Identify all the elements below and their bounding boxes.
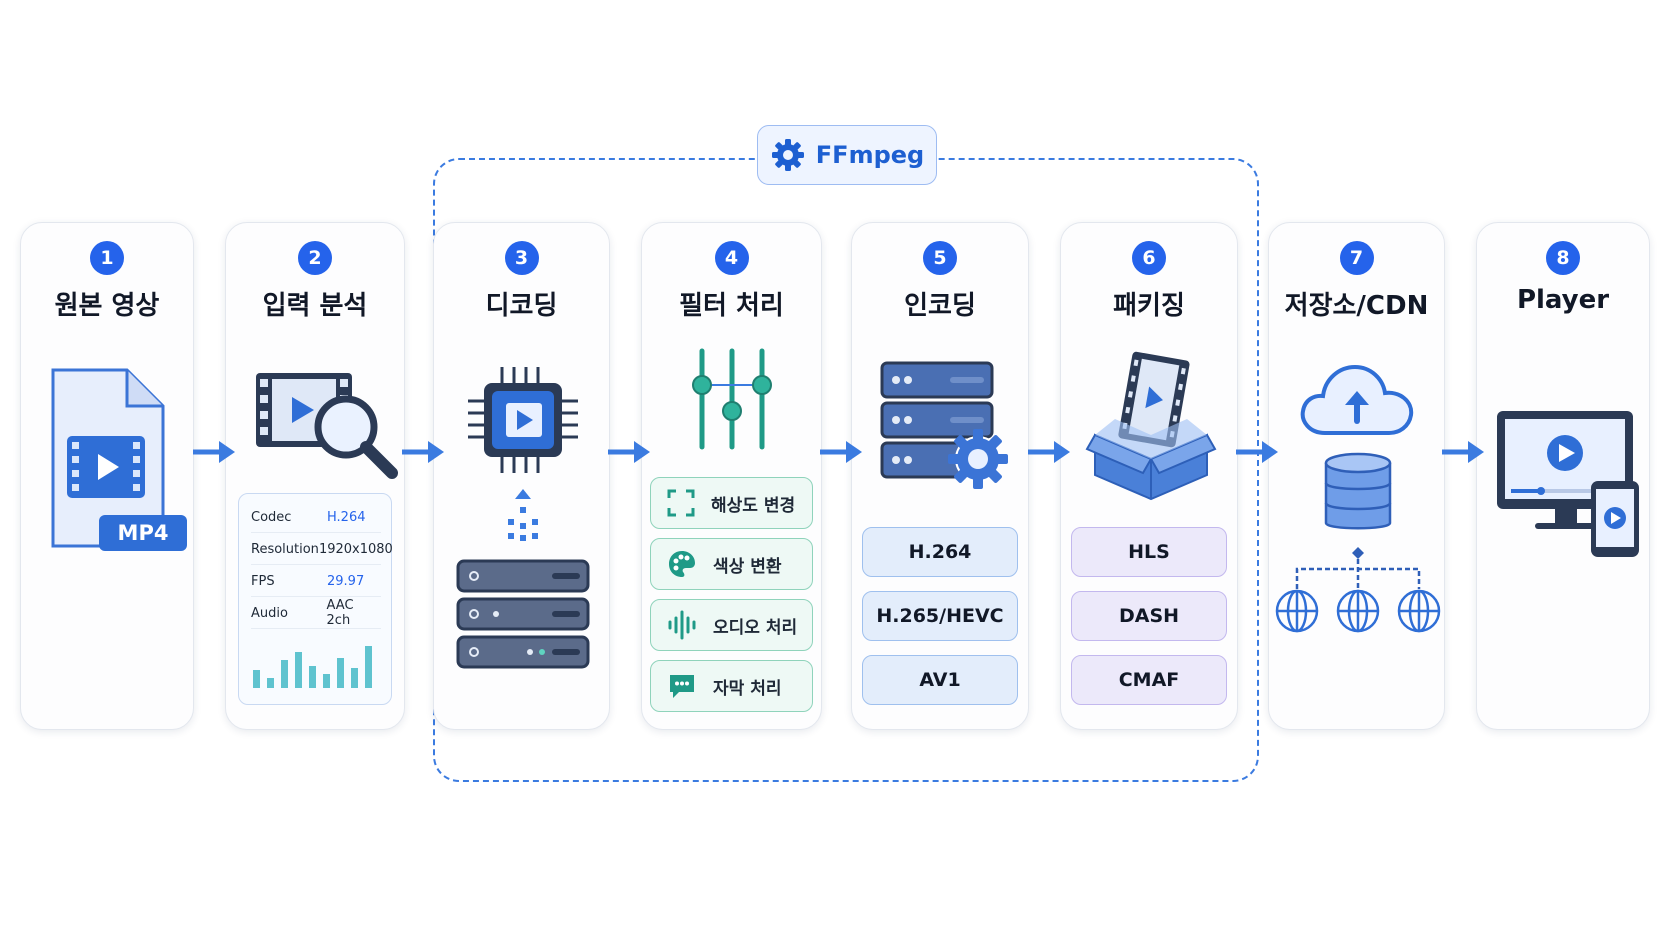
info-value: H.264 xyxy=(327,509,366,525)
video-file-icon xyxy=(51,368,165,548)
filter-label: 해상도 변경 xyxy=(711,495,796,516)
ffmpeg-label: FFmpeg xyxy=(815,141,925,169)
step-title: 필터 처리 xyxy=(679,291,784,321)
flow-arrow-1-2 xyxy=(193,441,235,463)
cloud-upload-icon xyxy=(1300,364,1414,435)
data-flow-dots-icon xyxy=(508,489,538,541)
step-title: 인코딩 xyxy=(904,291,976,321)
flow-arrow-4-5 xyxy=(820,441,862,463)
flow-arrow-6-7 xyxy=(1236,441,1278,463)
mp4-badge: MP4 xyxy=(99,515,187,551)
step-number: 1 xyxy=(90,241,124,275)
cdn-distribution-icon xyxy=(1275,547,1441,633)
resize-icon xyxy=(667,489,695,517)
codec-av1: AV1 xyxy=(862,655,1018,705)
mp4-badge-label: MP4 xyxy=(117,521,169,545)
codec-h265: H.265/HEVC xyxy=(862,591,1018,641)
media-info-panel: Codec H.264 Resolution 1920x1080 FPS 29.… xyxy=(238,493,393,705)
format-dash: DASH xyxy=(1071,591,1227,641)
server-stack-icon xyxy=(456,559,590,669)
monitor-phone-player-icon xyxy=(1497,411,1639,557)
ffmpeg-group-badge: FFmpeg xyxy=(757,125,937,185)
info-value: 29.97 xyxy=(327,573,365,589)
step-title: Player xyxy=(1516,285,1610,315)
info-value: 1920x1080 xyxy=(318,541,393,557)
filter-label: 색상 변환 xyxy=(713,556,782,577)
step-card-encoding: 5 인코딩 H.264 H.265/HEVC AV1 xyxy=(851,222,1029,730)
step-number: 4 xyxy=(714,241,749,275)
info-key: Codec xyxy=(251,509,292,525)
step-card-packaging: 6 패키징 HLS DASH CMAF xyxy=(1060,222,1238,730)
step-number: 3 xyxy=(504,241,539,275)
step-number: 7 xyxy=(1339,241,1374,275)
info-key: Audio xyxy=(251,605,288,621)
filter-label: 오디오 처리 xyxy=(713,617,798,638)
step-title: 원본 영상 xyxy=(54,291,160,321)
palette-icon xyxy=(669,551,695,577)
flow-arrow-5-6 xyxy=(1028,441,1070,463)
server-gear-icon xyxy=(880,361,1008,489)
format-hls: HLS xyxy=(1071,527,1227,577)
filter-resolution: 해상도 변경 xyxy=(650,477,813,529)
step-title: 패키징 xyxy=(1113,291,1185,321)
equalizer-sliders-icon xyxy=(692,348,772,450)
step-card-filters: 4 필터 처리 해상도 변경 색상 변환 오디오 처리 xyxy=(641,222,822,730)
speech-bubble-icon xyxy=(670,675,694,698)
info-row: Codec H.264 xyxy=(251,502,381,533)
step-card-source: 1 원본 영상 MP4 xyxy=(20,222,194,730)
format-label: DASH xyxy=(1118,605,1180,627)
codec-label: H.265/HEVC xyxy=(876,605,1004,627)
flow-arrow-2-3 xyxy=(402,441,444,463)
step-card-decoding: 3 디코딩 xyxy=(433,222,610,730)
flow-arrow-7-8 xyxy=(1442,441,1484,463)
codec-h264: H.264 xyxy=(862,527,1018,577)
filter-label: 자막 처리 xyxy=(713,678,782,699)
info-row: Audio AAC 2ch xyxy=(251,598,381,629)
database-icon xyxy=(1324,452,1392,530)
gear-icon xyxy=(771,139,804,171)
package-box-icon xyxy=(1085,351,1217,501)
codec-label: AV1 xyxy=(919,669,961,691)
format-label: CMAF xyxy=(1118,669,1180,691)
step-number: 8 xyxy=(1546,241,1580,275)
step-number: 6 xyxy=(1132,241,1166,275)
step-title: 저장소/CDN xyxy=(1284,291,1429,321)
step-title: 입력 분석 xyxy=(262,291,368,321)
step-card-player: 8 Player xyxy=(1476,222,1650,730)
format-cmaf: CMAF xyxy=(1071,655,1227,705)
filter-audio: 오디오 처리 xyxy=(650,599,813,651)
step-number: 5 xyxy=(923,241,957,275)
bitrate-bars-icon xyxy=(253,646,372,688)
format-label: HLS xyxy=(1128,541,1170,563)
info-value: AAC 2ch xyxy=(326,598,354,628)
codec-label: H.264 xyxy=(908,541,972,563)
info-row: FPS 29.97 xyxy=(251,566,381,597)
step-card-storage-cdn: 7 저장소/CDN xyxy=(1268,222,1445,730)
step-title: 디코딩 xyxy=(485,291,558,321)
info-key: Resolution xyxy=(251,541,319,557)
filter-subtitle: 자막 처리 xyxy=(650,660,813,712)
flow-arrow-3-4 xyxy=(608,441,650,463)
filter-color: 색상 변환 xyxy=(650,538,813,590)
chip-play-icon xyxy=(468,367,578,473)
info-key: FPS xyxy=(251,573,275,589)
step-number: 2 xyxy=(298,241,332,275)
info-row: Resolution 1920x1080 xyxy=(251,534,393,565)
film-search-icon xyxy=(256,373,398,479)
audio-waveform-icon xyxy=(668,610,696,640)
step-card-analysis: 2 입력 분석 Codec H.264 Resolution 1920x1080… xyxy=(225,222,405,730)
